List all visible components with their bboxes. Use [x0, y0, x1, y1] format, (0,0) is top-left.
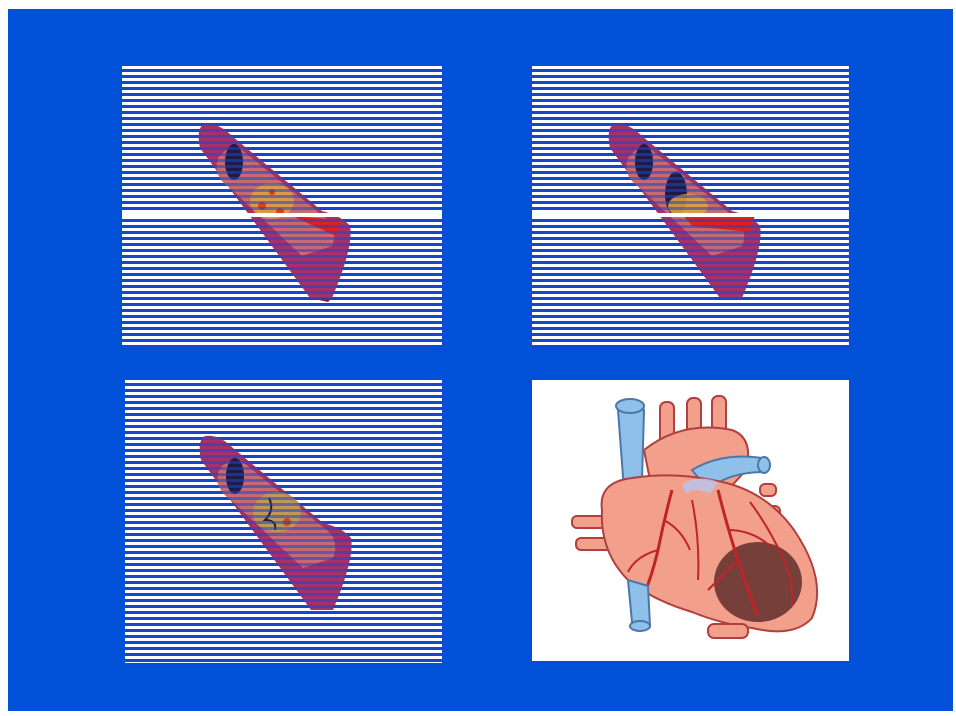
heart-panel [532, 380, 849, 661]
artery-illustration [532, 66, 849, 348]
divider-line [122, 213, 442, 217]
heart-illustration [532, 380, 849, 661]
artery-illustration [122, 66, 442, 347]
artery-panel-blocked [125, 380, 442, 663]
artery-panel-narrowed [532, 66, 849, 348]
divider-line [532, 213, 849, 217]
artery-panel-normal [122, 66, 442, 347]
artery-illustration [125, 380, 442, 663]
